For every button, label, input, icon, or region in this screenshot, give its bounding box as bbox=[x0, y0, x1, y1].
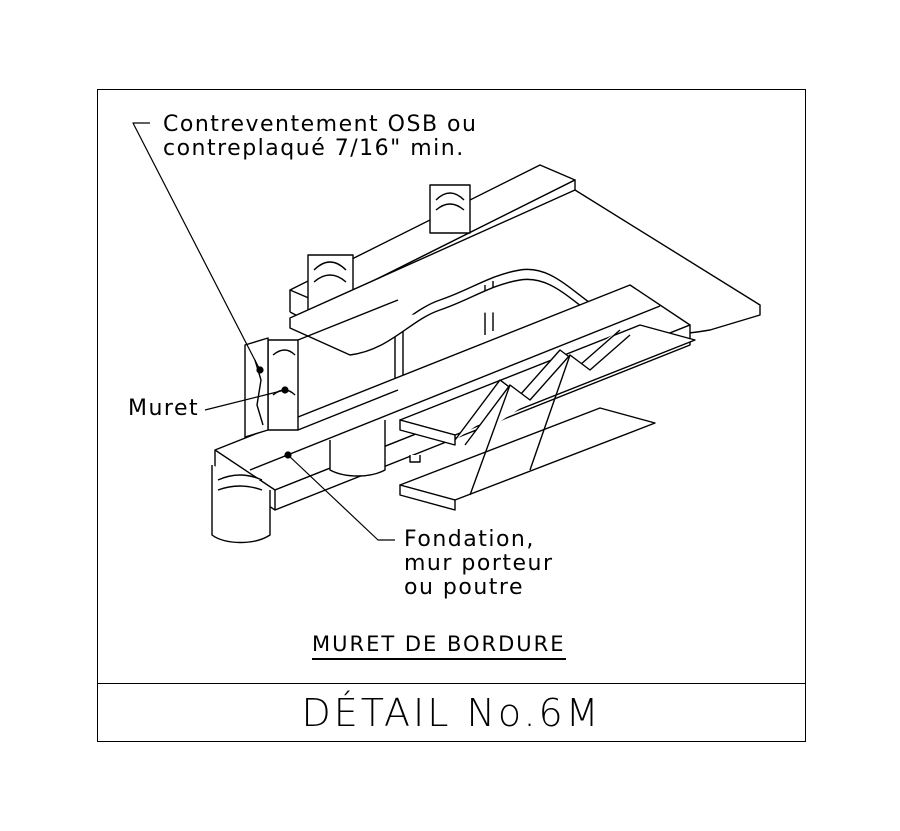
leader-fondation-dot bbox=[284, 451, 292, 459]
leader-lines bbox=[132, 122, 395, 541]
leader-muret bbox=[204, 389, 286, 411]
label-osb-line1: Contreventement OSB ou bbox=[163, 112, 478, 137]
floor-truss bbox=[399, 324, 696, 511]
label-fondation-line1: Fondation, bbox=[404, 527, 535, 552]
title-block-divider bbox=[97, 683, 806, 684]
drawing-frame bbox=[97, 89, 806, 742]
label-muret: Muret bbox=[128, 396, 200, 421]
label-fondation-line3: ou poutre bbox=[404, 575, 524, 600]
detail-title: DÉTAIL No.6M bbox=[301, 691, 602, 735]
label-fondation: Fondation, mur porteur ou poutre bbox=[404, 528, 554, 600]
leader-osb bbox=[132, 122, 261, 371]
label-osb-line2: contreplaqué 7/16" min. bbox=[163, 136, 465, 161]
leader-osb-dot bbox=[256, 366, 264, 374]
muret-block bbox=[244, 299, 399, 438]
foundation-post bbox=[211, 420, 386, 544]
label-osb-bracing: Contreventement OSB ou contreplaqué 7/16… bbox=[163, 113, 477, 161]
leader-fondation bbox=[287, 454, 395, 541]
drawing-subtitle: MURET DE BORDURE bbox=[312, 632, 566, 660]
leader-muret-dot bbox=[281, 386, 289, 394]
label-fondation-line2: mur porteur bbox=[404, 551, 554, 576]
